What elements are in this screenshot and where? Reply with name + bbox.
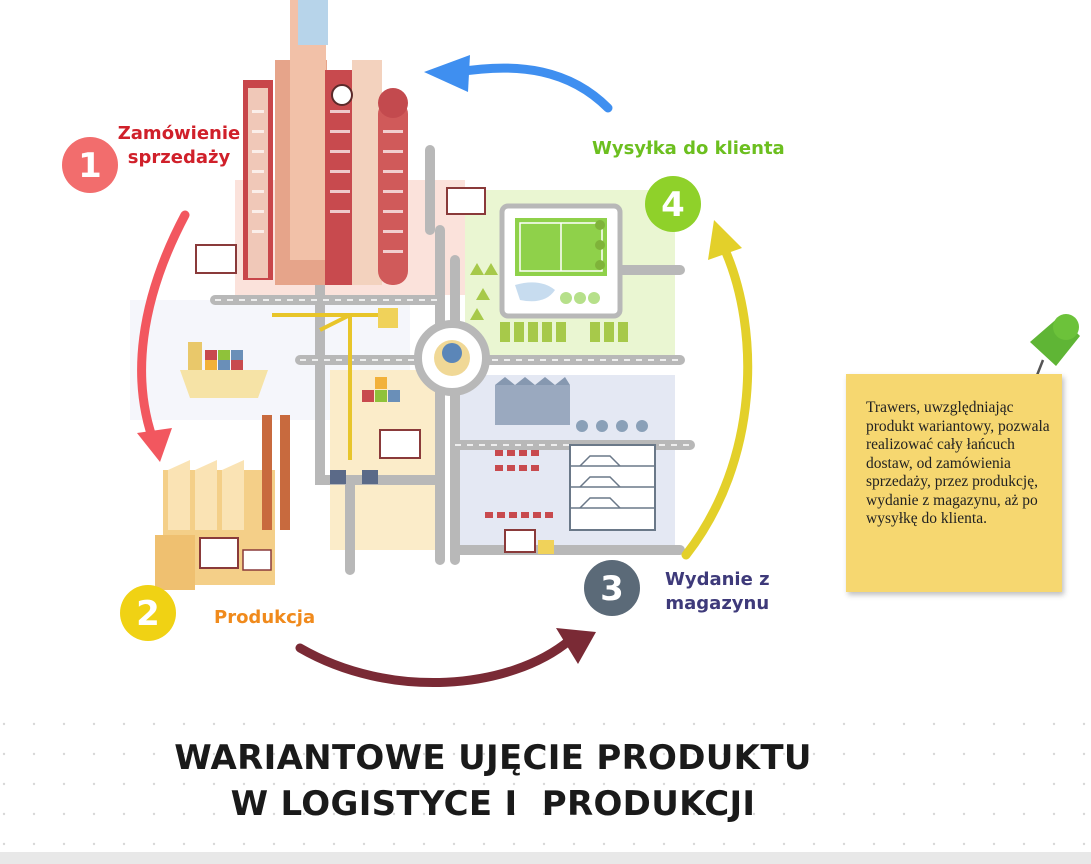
step-3-label-line1: Wydanie z: [665, 569, 770, 590]
dotted-background: [0, 700, 1091, 850]
step-2-label: Produkcja: [214, 607, 316, 628]
step-1-label-line2: sprzedaży: [127, 147, 231, 168]
cargo-boxes: [362, 377, 400, 402]
arrow-head: [424, 55, 470, 92]
step-3-badge: 3: [584, 560, 640, 616]
step-4-label: Wysyłka do klienta: [592, 138, 785, 159]
note-text: Trawers, uwzględniając produkt wariantow…: [866, 399, 1050, 527]
sticky-note: Trawers, uwzględniając produkt wariantow…: [846, 374, 1062, 592]
page-title: WARIANTOWE UJĘCIE PRODUKTU W LOGISTYCE I…: [0, 735, 986, 827]
step-3-number: 3: [600, 569, 624, 609]
step-1-number: 1: [78, 146, 102, 186]
arrow-head: [137, 428, 172, 462]
arrow-sales-to-production: [137, 210, 190, 450]
truck: [330, 470, 346, 484]
title-line-2: W LOGISTYCE I PRODUKCJI: [230, 784, 756, 824]
step-1-label: Zamówienie sprzedaży: [114, 122, 244, 170]
step-2-number: 2: [136, 594, 160, 634]
roundabout: [414, 320, 490, 396]
step-3-label: Wydanie z magazynu: [665, 568, 770, 616]
cargo-ship: [180, 342, 268, 398]
step-1-badge: 1: [62, 137, 118, 193]
arrow-shipping-to-sales: [453, 63, 613, 113]
crane-cargo: [378, 308, 398, 328]
arrow-head: [556, 628, 596, 664]
arrow-production-to-warehouse: [295, 635, 575, 688]
warehouse-district: [485, 377, 656, 554]
step-3-label-line2: magazynu: [665, 593, 770, 614]
step-4-number: 4: [661, 185, 685, 225]
step-4-badge: 4: [645, 176, 701, 232]
step-1-label-line1: Zamówienie: [117, 123, 241, 144]
arrow-head: [708, 220, 742, 260]
stadium: [499, 203, 623, 319]
step-2-badge: 2: [120, 585, 176, 641]
factory: [155, 415, 290, 590]
skyscrapers: [195, 0, 486, 285]
houses: [470, 263, 628, 342]
arrow-warehouse-to-shipping: [681, 245, 753, 560]
production-billboard: [379, 429, 421, 459]
bottom-strip: [0, 852, 1091, 864]
crane: [272, 313, 398, 460]
title-line-1: WARIANTOWE UJĘCIE PRODUKTU: [174, 738, 812, 778]
truck: [362, 470, 378, 484]
